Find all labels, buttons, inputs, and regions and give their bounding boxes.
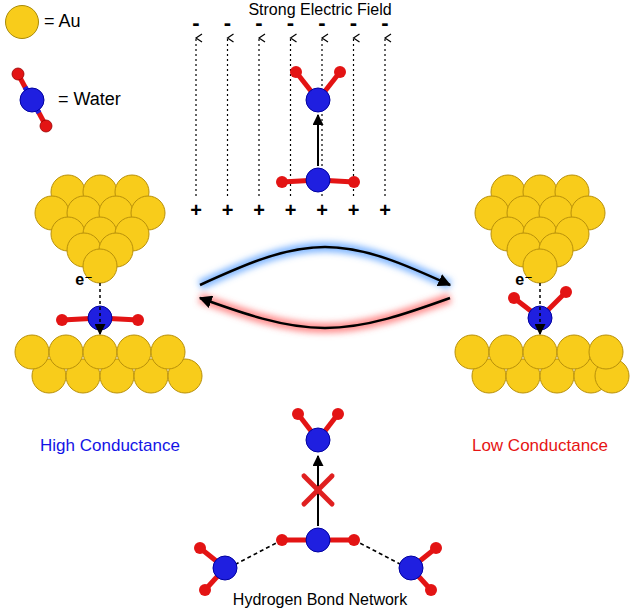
water-blocked <box>292 408 344 452</box>
junction-state: High Conductance <box>20 180 200 458</box>
water-icon <box>12 68 52 132</box>
negative-sign: - <box>381 10 388 36</box>
gold-tip-left <box>35 175 165 283</box>
gold-swatch <box>5 5 39 39</box>
positive-sign: + <box>348 198 360 222</box>
negative-sign: - <box>255 10 262 36</box>
negative-sign: - <box>287 10 294 36</box>
negative-sign: - <box>224 10 231 36</box>
positive-sign: + <box>316 198 328 222</box>
network-caption: Hydrogen Bond Network <box>233 590 407 609</box>
electron-path <box>539 283 541 334</box>
positive-sign: + <box>190 198 202 222</box>
positive-sign: + <box>222 198 234 222</box>
positive-sign: + <box>285 198 297 222</box>
water-network <box>194 528 442 596</box>
legend-text: = Au <box>44 11 81 33</box>
negative-sign: - <box>350 10 357 36</box>
reorient-arrow <box>317 115 319 166</box>
legend-text: = Water <box>58 89 121 111</box>
field-lines <box>196 38 385 196</box>
block-cross <box>304 476 332 504</box>
state-label: High Conductance <box>36 434 184 458</box>
gold-tip-right <box>475 175 605 283</box>
electron-label: e⁻ <box>515 270 532 289</box>
arrow-glow <box>200 298 450 328</box>
gold-slab-right <box>455 335 629 393</box>
state-label: Low Conductance <box>468 434 612 458</box>
negative-sign: - <box>318 10 325 36</box>
gold-slab-left <box>15 335 202 393</box>
field-water-upper <box>290 66 346 112</box>
arrow-line <box>200 247 450 285</box>
field-water-lower <box>276 168 360 192</box>
electron-label: e⁻ <box>75 270 92 289</box>
transition-arrow <box>200 298 450 328</box>
positive-sign: + <box>379 198 391 222</box>
negative-sign: - <box>192 10 199 36</box>
arrow-line <box>200 298 450 328</box>
arrow-glow <box>200 247 450 285</box>
transition-arrow <box>200 247 450 285</box>
electron-path <box>99 283 101 334</box>
junction-state: Low Conductance <box>450 180 630 458</box>
positive-sign: + <box>253 198 265 222</box>
